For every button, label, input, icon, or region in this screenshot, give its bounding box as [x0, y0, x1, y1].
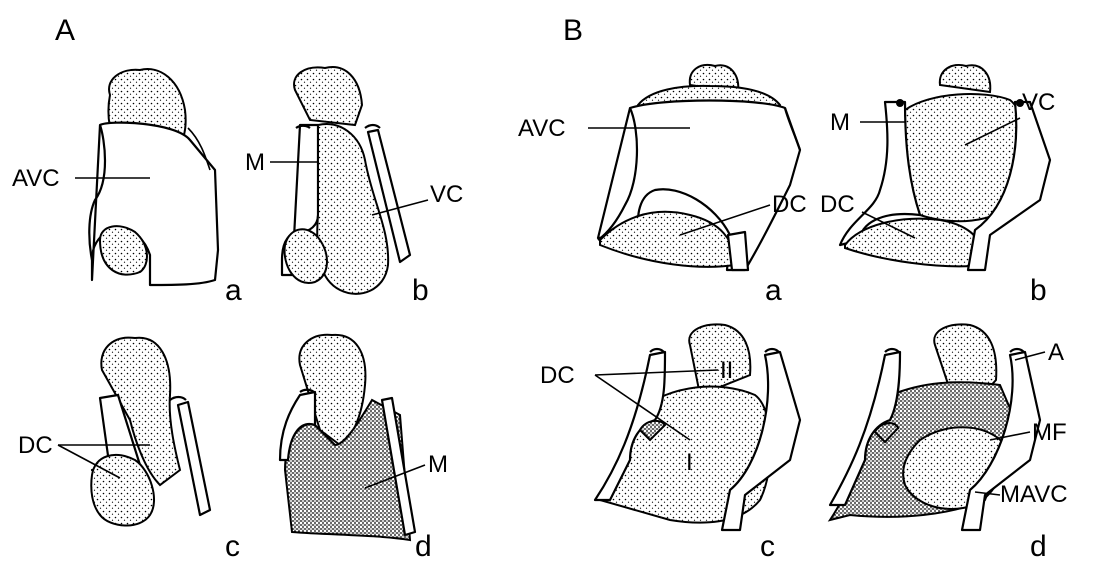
label-a-b-m: M — [245, 149, 265, 176]
label-b-d-mavc: MAVC — [1000, 481, 1068, 508]
label-b-d-mf: MF — [1032, 419, 1067, 446]
label-b-b-dc: DC — [820, 191, 855, 218]
label-b-a-dc: DC — [772, 191, 807, 218]
panel-b-a-drawing — [598, 65, 800, 270]
label-a-d-m: M — [428, 451, 448, 478]
panel-a-c-letter: c — [225, 530, 240, 563]
panel-b-c-letter: c — [760, 530, 775, 563]
panel-a-c-drawing — [91, 338, 210, 526]
label-b-b-m: M — [830, 109, 850, 136]
label-a-a-avc: AVC — [12, 165, 60, 192]
label-b-c-dc: DC — [540, 362, 575, 389]
label-a-b-vc: VC — [430, 181, 463, 208]
panel-b-d-letter: d — [1030, 530, 1047, 563]
panel-b-letter: B — [563, 14, 583, 47]
label-b-c-i: I — [686, 449, 693, 476]
panel-a-a-drawing — [89, 69, 218, 285]
label-a-c-dc: DC — [18, 432, 53, 459]
panel-b-b-letter: b — [1030, 274, 1047, 307]
panel-b-c-drawing — [595, 324, 800, 530]
label-b-d-a: A — [1048, 339, 1064, 366]
panel-b-a-letter: a — [765, 274, 782, 307]
label-b-b-vc: VC — [1022, 89, 1055, 116]
label-b-c-ii: II — [720, 357, 733, 384]
panel-a-b-letter: b — [412, 274, 429, 307]
panel-b-b-drawing — [840, 65, 1050, 270]
panel-a-a-letter: a — [225, 274, 242, 307]
panel-a-b-drawing — [282, 67, 410, 294]
label-b-a-avc: AVC — [518, 115, 566, 142]
panel-a-d-letter: d — [415, 530, 432, 563]
panel-a-letter: A — [55, 14, 75, 47]
panel-a-d-drawing — [280, 335, 415, 540]
